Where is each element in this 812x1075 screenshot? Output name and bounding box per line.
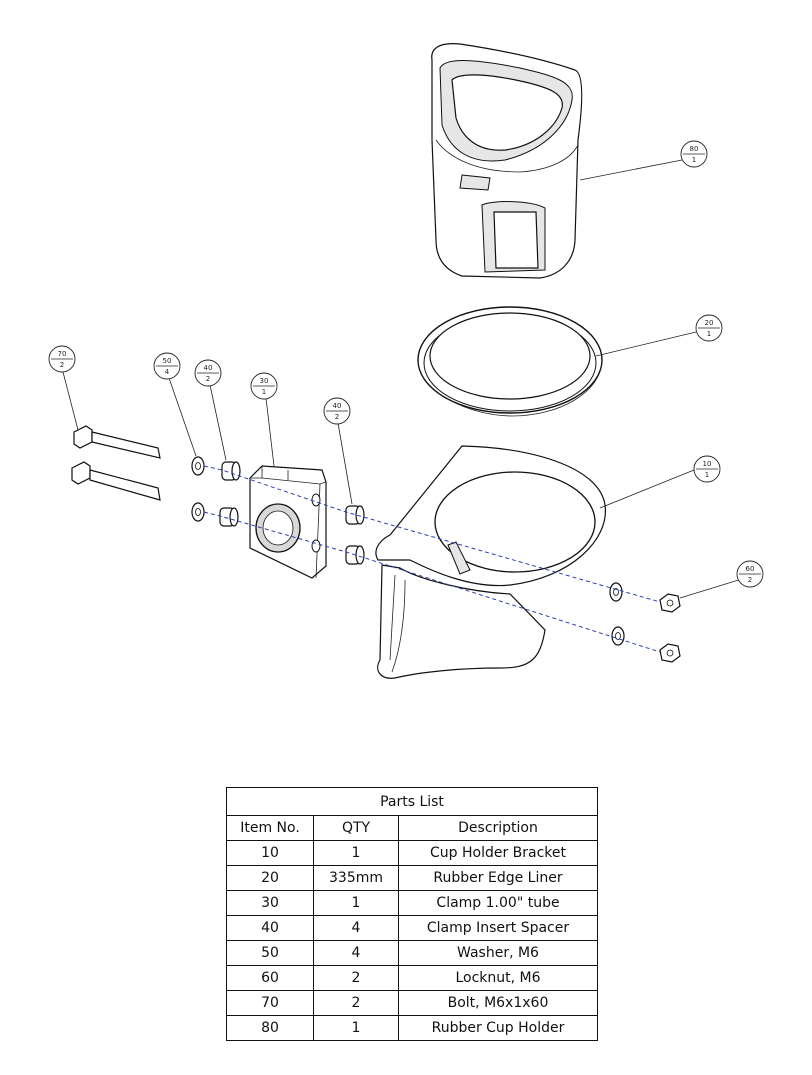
table-row: 50 4 Washer, M6 xyxy=(226,940,598,966)
item-no-cell: 80 xyxy=(226,1015,314,1041)
item-no-cell: 50 xyxy=(226,940,314,966)
spacer-left-lower xyxy=(219,507,239,527)
description-cell: Locknut, M6 xyxy=(398,965,598,991)
balloon-30: 30 1 xyxy=(250,372,278,400)
balloon-50-qty: 4 xyxy=(165,368,170,376)
table-row: 70 2 Bolt, M6x1x60 xyxy=(226,990,598,1016)
qty-cell: 1 xyxy=(313,1015,399,1041)
balloon-20: 20 1 xyxy=(695,314,723,342)
leader-lines xyxy=(62,159,746,599)
spacer-right-upper xyxy=(345,505,365,525)
table-row: 20 335mm Rubber Edge Liner xyxy=(226,865,598,891)
table-row: 10 1 Cup Holder Bracket xyxy=(226,840,598,866)
item-no-cell: 40 xyxy=(226,915,314,941)
washer-right-upper xyxy=(609,582,623,602)
header-qty: QTY xyxy=(313,815,399,841)
balloon-80: 80 1 xyxy=(680,140,708,168)
balloon-40-left-qty: 2 xyxy=(206,375,210,383)
rubber-edge-liner xyxy=(417,306,603,417)
exploded-assembly-drawing: 80 1 20 1 10 1 60 2 70 2 50 4 40 2 xyxy=(48,43,764,679)
description-cell: Clamp Insert Spacer xyxy=(398,915,598,941)
balloon-80-item: 80 xyxy=(690,145,699,153)
parts-list-title: Parts List xyxy=(226,787,598,816)
balloon-30-item: 30 xyxy=(260,377,269,385)
balloon-30-qty: 1 xyxy=(262,388,266,396)
balloon-40-left: 40 2 xyxy=(194,359,222,387)
table-row: 40 4 Clamp Insert Spacer xyxy=(226,915,598,941)
locknut-upper xyxy=(659,593,681,613)
qty-cell: 1 xyxy=(313,840,399,866)
tube-clamp xyxy=(249,465,327,579)
spacer-right-lower xyxy=(345,545,365,565)
description-cell: Bolt, M6x1x60 xyxy=(398,990,598,1016)
balloon-10-qty: 1 xyxy=(705,471,709,479)
qty-cell: 335mm xyxy=(313,865,399,891)
balloon-40-right-item: 40 xyxy=(333,402,342,410)
washer-right-lower xyxy=(611,626,625,646)
parts-list-table: Parts List Item No. QTY Description 10 1… xyxy=(226,787,598,1041)
header-item-no: Item No. xyxy=(226,815,314,841)
balloon-80-qty: 1 xyxy=(692,156,696,164)
description-cell: Washer, M6 xyxy=(398,940,598,966)
locknut-lower xyxy=(659,643,681,663)
balloon-50: 50 4 xyxy=(153,352,181,380)
bolt-lower xyxy=(71,461,161,501)
assembly-axis-upper xyxy=(203,465,661,603)
balloon-60: 60 2 xyxy=(736,560,764,588)
balloon-40-right-qty: 2 xyxy=(335,413,339,421)
parts-list-title-row: Parts List xyxy=(226,787,598,816)
qty-cell: 2 xyxy=(313,990,399,1016)
balloon-70-qty: 2 xyxy=(60,361,64,369)
header-description: Description xyxy=(398,815,598,841)
item-no-cell: 10 xyxy=(226,840,314,866)
qty-cell: 4 xyxy=(313,940,399,966)
qty-cell: 1 xyxy=(313,890,399,916)
cup-holder-bracket xyxy=(375,445,606,679)
description-cell: Rubber Edge Liner xyxy=(398,865,598,891)
description-cell: Clamp 1.00" tube xyxy=(398,890,598,916)
description-cell: Cup Holder Bracket xyxy=(398,840,598,866)
balloon-20-qty: 1 xyxy=(707,330,711,338)
table-row: 80 1 Rubber Cup Holder xyxy=(226,1015,598,1041)
assembly-axis-lower xyxy=(203,511,661,653)
balloon-70-item: 70 xyxy=(58,350,67,358)
qty-cell: 4 xyxy=(313,915,399,941)
balloon-40-left-item: 40 xyxy=(204,364,213,372)
washer-left-upper xyxy=(191,456,205,476)
balloon-70: 70 2 xyxy=(48,345,76,373)
table-row: 30 1 Clamp 1.00" tube xyxy=(226,890,598,916)
item-no-cell: 20 xyxy=(226,865,314,891)
balloon-60-item: 60 xyxy=(746,565,755,573)
qty-cell: 2 xyxy=(313,965,399,991)
balloon-20-item: 20 xyxy=(705,319,714,327)
balloon-60-qty: 2 xyxy=(748,576,752,584)
balloon-10: 10 1 xyxy=(693,455,721,483)
item-no-cell: 70 xyxy=(226,990,314,1016)
table-row: 60 2 Locknut, M6 xyxy=(226,965,598,991)
balloon-10-item: 10 xyxy=(703,460,712,468)
item-no-cell: 30 xyxy=(226,890,314,916)
parts-list-header-row: Item No. QTY Description xyxy=(226,815,598,841)
bolt-upper xyxy=(73,425,161,459)
description-cell: Rubber Cup Holder xyxy=(398,1015,598,1041)
item-no-cell: 60 xyxy=(226,965,314,991)
balloon-40-right: 40 2 xyxy=(323,397,351,425)
rubber-cup-holder xyxy=(431,43,583,279)
washer-left-lower xyxy=(191,502,205,522)
balloon-50-item: 50 xyxy=(163,357,172,365)
